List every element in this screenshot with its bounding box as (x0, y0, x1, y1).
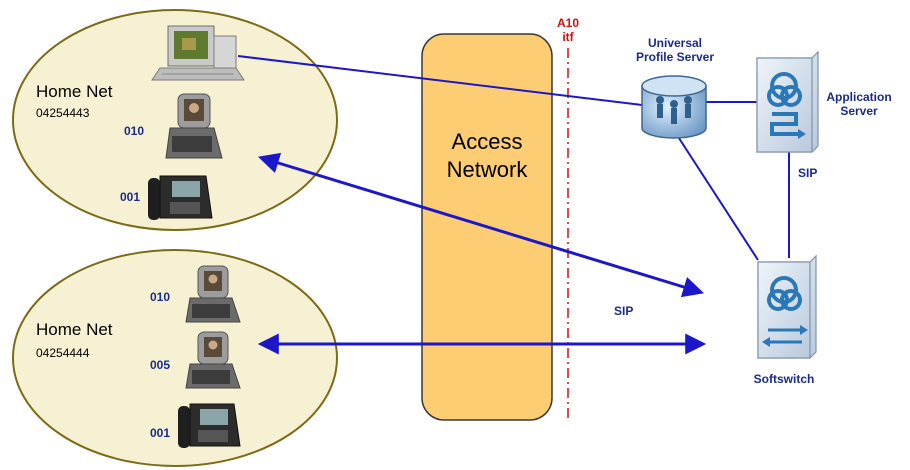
home-net-2-title: Home Net (36, 320, 113, 339)
home-net-1-device-001: 001 (120, 190, 141, 204)
application-server-icon (756, 50, 819, 153)
interface-line1: A10 (556, 16, 579, 30)
profile-server-line2: Profile Server (635, 50, 715, 64)
profile-server-label: Universal Profile Server (620, 36, 730, 64)
home-net-2-number: 04254444 (36, 346, 90, 360)
home-net-1-title: Home Net (36, 82, 113, 101)
application-server-line1: Application (826, 90, 892, 104)
home-net-1-number: 04254443 (36, 106, 90, 120)
access-network-line2: Network (446, 157, 528, 182)
softswitch-icon (757, 254, 817, 359)
home-net-2-device-005: 005 (150, 358, 171, 372)
sip-vertical-label: SIP (798, 166, 818, 180)
profile-to-softswitch-link (674, 131, 759, 261)
home-net-1-device-010: 010 (124, 124, 145, 138)
interface-line2: itf (562, 30, 574, 44)
application-server-line2: Server (840, 104, 878, 118)
home-net-2-device-010: 010 (150, 290, 171, 304)
softswitch-label: Softswitch (753, 372, 815, 386)
video-phone-icon-010-bottom (185, 265, 241, 323)
video-phone-icon-005-bottom (185, 331, 241, 389)
application-server-label: Application Server (814, 90, 904, 118)
computer-icon (151, 25, 245, 81)
profile-server-line1: Universal (647, 36, 703, 50)
interface-label: A10 itf (552, 16, 584, 44)
home-net-ellipse-bottom (12, 249, 338, 467)
home-net-2-device-001: 001 (150, 426, 171, 440)
home-net-1-sip-arrow (257, 152, 705, 298)
access-network-label: Access Network (422, 128, 552, 184)
access-network-line1: Access (451, 129, 523, 154)
home-net-ellipse-top (12, 9, 338, 231)
sip-middle-label: SIP (614, 304, 634, 318)
profile-server-icon (641, 75, 707, 139)
desk-phone-icon-001-bottom (178, 403, 241, 448)
video-phone-icon-010-top (165, 93, 223, 159)
pc-to-profile-link (237, 55, 643, 106)
desk-phone-icon-001-top (148, 175, 213, 220)
